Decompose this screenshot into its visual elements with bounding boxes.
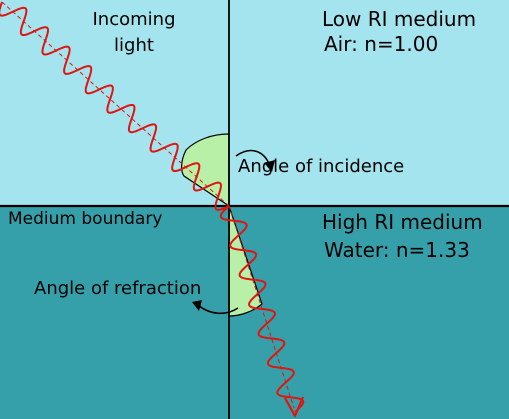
low-ri-medium-title: Low RI medium [322, 7, 476, 31]
medium-boundary-label: Medium boundary [8, 209, 162, 229]
refracted-ray [228, 205, 295, 409]
angle-of-incidence-wedge [181, 133, 230, 208]
refraction-curved-arrow [197, 304, 239, 315]
water-region [0, 206, 509, 419]
air-refractive-index: Air: n=1.00 [324, 32, 438, 56]
angle-of-refraction-label: Angle of refraction [34, 278, 201, 299]
angle-of-incidence-label: Angle of incidence [238, 156, 404, 177]
refracted-light-wave [219, 205, 305, 413]
water-refractive-index: Water: n=1.33 [324, 238, 470, 262]
incoming-light-label-line1: Incoming [93, 9, 176, 30]
refracted-wave-arrowhead [284, 396, 305, 418]
refraction-arrowhead [192, 300, 202, 311]
incidence-arrowhead [264, 160, 275, 172]
high-ri-medium-title: High RI medium [322, 210, 483, 234]
air-region [0, 0, 509, 206]
incident-light-wave [0, 1, 230, 211]
incoming-light-label-line2: light [114, 35, 154, 56]
incident-ray [1, 1, 230, 207]
